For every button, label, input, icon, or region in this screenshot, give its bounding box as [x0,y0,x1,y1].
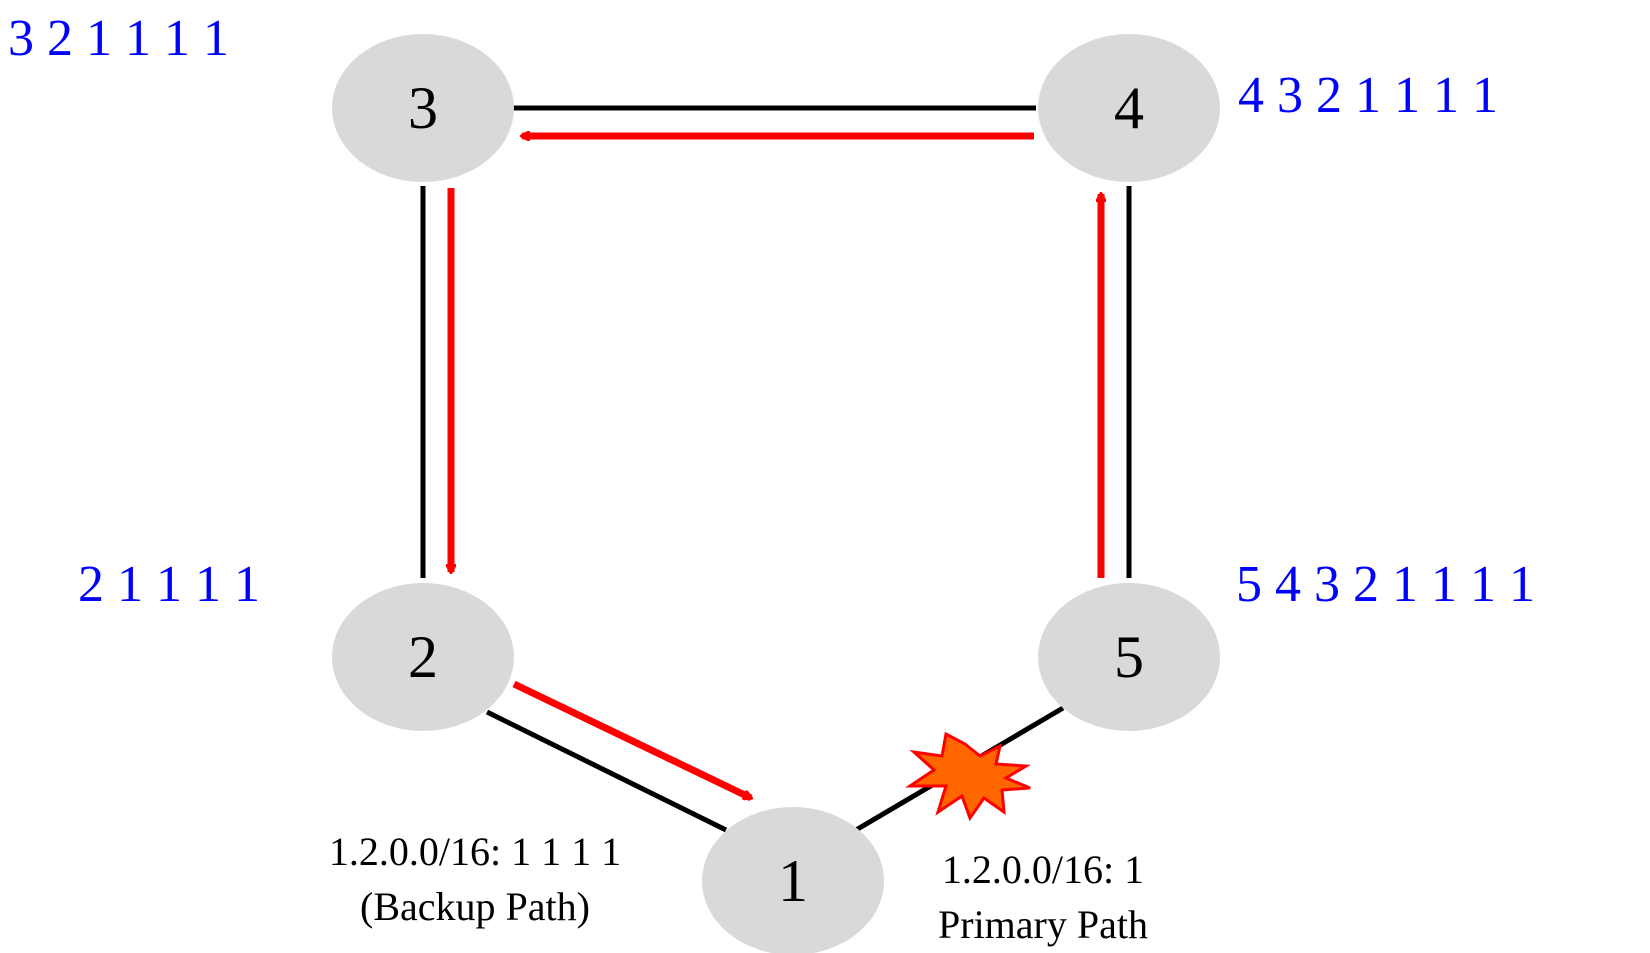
node-4-label: 4 [1114,75,1144,141]
node-3-circle [332,34,514,182]
node-4-circle [1038,34,1220,182]
node-2-label: 2 [408,624,438,690]
as-path-node-3: 3 2 1 1 1 1 [8,10,229,67]
node-3-label: 3 [408,75,438,141]
route-arrows [451,136,1101,802]
as-path-node-5: 5 4 3 2 1 1 1 1 [1236,556,1535,613]
node-1-label: 1 [778,848,808,914]
node-5: 5 [1038,583,1220,731]
node-5-circle [1038,583,1220,731]
backup-route-label: 1.2.0.0/16: 1 1 1 1 [329,829,621,874]
explosion-icon [905,731,1031,822]
primary-path-caption: Primary Path [938,902,1148,947]
node-1: 1 [702,807,884,953]
node-3: 3 [332,34,514,182]
as-path-node-4: 4 3 2 1 1 1 1 [1238,67,1498,124]
node-2: 2 [332,583,514,731]
backup-path-caption: (Backup Path) [360,884,590,929]
node-5-label: 5 [1114,624,1144,690]
node-1-circle [702,807,884,953]
route-arrow-2-to-1 [512,680,751,802]
node-2-circle [332,583,514,731]
link-1-2 [485,709,728,833]
links [420,105,1132,833]
primary-route-label: 1.2.0.0/16: 1 [942,847,1144,892]
node-4: 4 [1038,34,1220,182]
as-path-node-2: 2 1 1 1 1 [78,556,260,613]
